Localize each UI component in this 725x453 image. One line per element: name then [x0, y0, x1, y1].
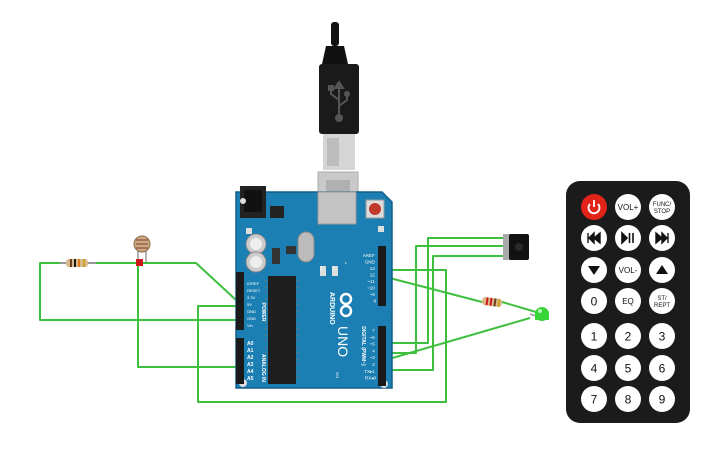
power-header[interactable]	[236, 272, 244, 330]
digital-bottom-pin-labels: 7 ~6 ~5 4 ~3 2 TX▸1 RX◂0	[364, 328, 376, 381]
remote-key-func-stop[interactable]: FUNC/STOP	[649, 194, 675, 220]
wire-gnd-left[interactable]	[197, 269, 447, 403]
remote-key-label: 4	[591, 361, 598, 375]
arduino-uno-board[interactable]: IOREF RESET 3.3V 5V GND GND Vin POWER A0…	[235, 186, 393, 389]
capacitors	[245, 233, 267, 273]
wire-ir-gnd[interactable]	[382, 245, 503, 354]
power-label: POWER	[260, 303, 266, 322]
digital-top-pin-labels: AREF GND 13 12 ~11 ~10 ~9 8	[363, 253, 377, 304]
remote-key-7[interactable]: 7	[581, 386, 607, 412]
usb-socket	[317, 191, 357, 225]
remote-key-rewind[interactable]	[581, 225, 607, 251]
tx-label: TX	[331, 266, 336, 271]
remote-key-label: 8	[625, 392, 632, 406]
remote-key-5[interactable]: 5	[615, 355, 641, 381]
remote-key-up-arrow[interactable]	[649, 257, 675, 283]
remote-key-label: VOL-	[619, 266, 638, 275]
power-icon	[587, 200, 601, 215]
remote-key-label: 2	[625, 329, 632, 343]
remote-key-3[interactable]: 3	[649, 323, 675, 349]
remote-key-power[interactable]	[581, 194, 607, 220]
l-label: L	[345, 260, 348, 265]
arduino-brand: ARDUINO	[328, 292, 335, 325]
arduino-logo-icon	[339, 292, 353, 318]
remote-key-1[interactable]: 1	[581, 323, 607, 349]
remote-key-6[interactable]: 6	[649, 355, 675, 381]
wire-led-resistor[interactable]	[381, 275, 483, 303]
remote-key-9[interactable]: 9	[649, 386, 675, 412]
remote-key-label: 3	[659, 329, 666, 343]
wire-ldr-to-a3[interactable]	[137, 265, 236, 368]
wires	[39, 237, 537, 403]
remote-key-2[interactable]: 2	[615, 323, 641, 349]
atmega-chip	[268, 276, 296, 384]
up-arrow-icon	[656, 265, 668, 274]
remote-key-label: 6	[659, 361, 666, 375]
on-label: ON	[335, 372, 340, 378]
remote-key-8[interactable]: 8	[615, 386, 641, 412]
ir-remote[interactable]: VOL+ FUNC/STOP VOL- 0 EQ ST/REPT 1 2 3 4 5 6 7 8 9	[566, 181, 690, 423]
reset-button[interactable]	[365, 199, 385, 219]
remote-key-label: 9	[659, 392, 666, 406]
resistor-led[interactable]	[481, 297, 503, 308]
ir-receiver[interactable]	[503, 234, 529, 260]
usb-cable[interactable]	[317, 22, 359, 221]
remote-key-play-pause[interactable]	[615, 225, 641, 251]
remote-key-label: 5	[625, 361, 632, 375]
voltage-regulator	[270, 206, 284, 218]
wire-ldr-to-5v[interactable]	[142, 262, 237, 301]
wire-resistor-led[interactable]	[501, 301, 537, 313]
remote-keypad: VOL+ FUNC/STOP VOL- 0 EQ ST/REPT 1 2 3 4 5 6 7 8 9	[581, 194, 675, 412]
remote-key-4[interactable]: 4	[581, 355, 607, 381]
remote-key-down-arrow[interactable]	[581, 257, 607, 283]
remote-key-label: 0	[591, 294, 598, 308]
analog-header[interactable]	[236, 338, 244, 384]
digital-label: DIGITAL (PWM~)	[360, 326, 366, 366]
photoresistor[interactable]	[133, 235, 151, 266]
crystal	[297, 231, 315, 263]
remote-key-label: 7	[591, 392, 598, 406]
wire-ir-vcc[interactable]	[382, 255, 503, 371]
green-led[interactable]	[529, 307, 549, 321]
remote-key-0[interactable]: 0	[581, 288, 607, 314]
model-label: UNO	[335, 326, 351, 357]
remote-key-label: FUNC/STOP	[653, 202, 672, 215]
digital-header-bottom[interactable]	[378, 326, 386, 386]
remote-key-label: VOL+	[618, 203, 639, 212]
remote-key-eq[interactable]: EQ	[615, 288, 641, 314]
wire-ir-signal[interactable]	[382, 237, 503, 344]
remote-key-vol[interactable]: VOL-	[615, 257, 641, 283]
remote-key-st-rept[interactable]: ST/REPT	[649, 288, 675, 314]
power-pin-labels: IOREF RESET 3.3V 5V GND GND Vin	[247, 281, 261, 328]
remote-key-vol[interactable]: VOL+	[615, 194, 641, 220]
fast-forward-icon	[655, 231, 669, 245]
remote-key-label: EQ	[622, 297, 634, 306]
wire-led-gnd[interactable]	[381, 317, 531, 362]
remote-key-label: ST/REPT	[654, 296, 670, 309]
play-pause-icon	[621, 231, 634, 245]
analog-label: ANALOG IN	[260, 354, 266, 382]
down-arrow-icon	[588, 266, 600, 275]
remote-key-fast-forward[interactable]	[649, 225, 675, 251]
rewind-icon	[587, 231, 601, 245]
analog-pin-labels: A0 A1 A2 A3 A4 A5	[247, 341, 255, 382]
digital-header-top[interactable]	[378, 246, 386, 306]
remote-key-label: 1	[591, 329, 598, 343]
resistor-left[interactable]	[60, 259, 96, 267]
usb-icon	[328, 80, 350, 122]
rx-label: RX	[319, 266, 324, 272]
